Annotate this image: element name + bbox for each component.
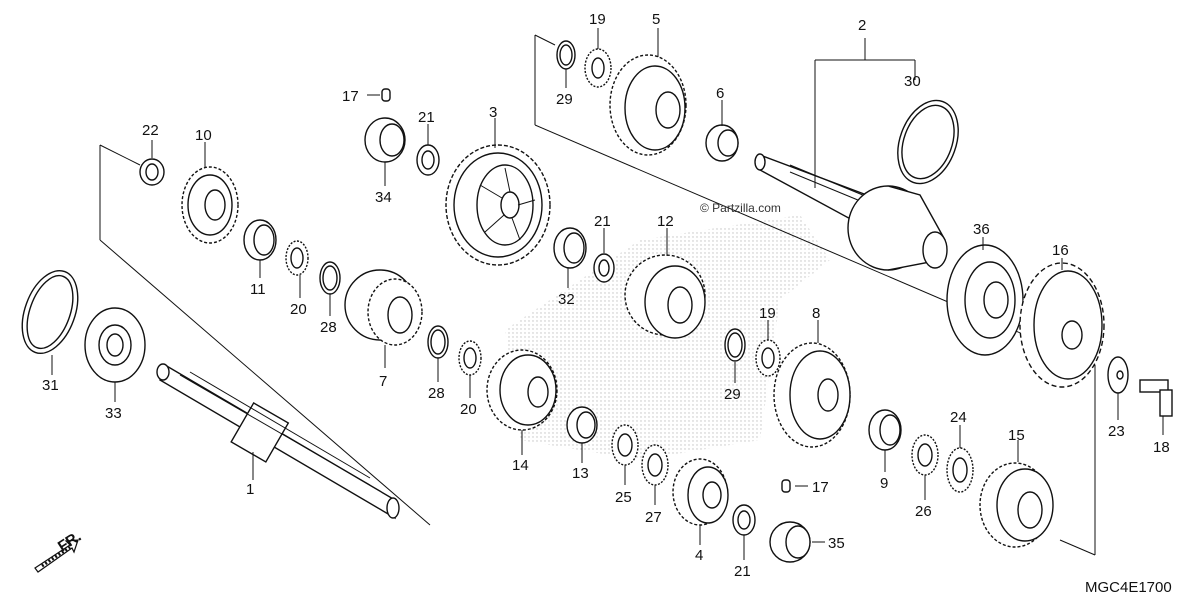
label-2: 2: [858, 17, 866, 34]
label-5: 5: [652, 11, 660, 28]
diagram-code: MGC4E1700: [1085, 579, 1172, 596]
label-36: 36: [973, 221, 990, 238]
part-31-snap-ring[interactable]: [12, 263, 88, 361]
part-6-bushing[interactable]: [705, 124, 739, 162]
label-31: 31: [42, 377, 59, 394]
part-24-spline-washer[interactable]: [946, 447, 974, 493]
label-28b: 28: [428, 385, 445, 402]
part-29-circlip-a[interactable]: [556, 40, 576, 70]
label-4: 4: [695, 547, 703, 564]
label-24: 24: [950, 409, 967, 426]
label-33: 33: [105, 405, 122, 422]
part-10-gear[interactable]: [181, 166, 239, 244]
watermark-text: © Partzilla.com: [700, 201, 781, 215]
part-18-bolt[interactable]: [1139, 379, 1173, 417]
label-12: 12: [657, 213, 674, 230]
part-21-washer-a[interactable]: [416, 144, 440, 176]
label-29a: 29: [556, 91, 573, 108]
label-17b: 17: [812, 479, 829, 496]
part-3-large-gear[interactable]: [445, 144, 551, 266]
part-30-snap-ring[interactable]: [887, 92, 969, 192]
part-20-spline-washer-b[interactable]: [458, 340, 482, 376]
label-14: 14: [512, 457, 529, 474]
label-22: 22: [142, 122, 159, 139]
label-23: 23: [1108, 423, 1125, 440]
part-34-bushing[interactable]: [364, 117, 406, 163]
part-2-countershaft[interactable]: [754, 153, 948, 271]
part-22-washer[interactable]: [139, 158, 165, 186]
label-3: 3: [489, 104, 497, 121]
part-35-bushing[interactable]: [769, 521, 811, 563]
label-15: 15: [1008, 427, 1025, 444]
label-11: 11: [250, 281, 266, 298]
label-19a: 19: [589, 11, 606, 28]
label-7: 7: [379, 373, 387, 390]
part-19-spline-washer-b[interactable]: [755, 339, 781, 377]
label-17a: 17: [342, 88, 359, 105]
part-25-lock-washer[interactable]: [611, 424, 639, 466]
label-28a: 28: [320, 319, 337, 336]
part-27-lock-washer[interactable]: [641, 444, 669, 486]
label-1: 1: [246, 481, 254, 498]
part-11-needle-bearing[interactable]: [243, 219, 277, 261]
label-6: 6: [716, 85, 724, 102]
label-20b: 20: [460, 401, 477, 418]
label-10: 10: [195, 127, 212, 144]
part-12-gear[interactable]: [624, 254, 706, 339]
part-8-gear[interactable]: [773, 342, 851, 448]
part-32-needle-bearing[interactable]: [553, 227, 587, 269]
part-36-bearing[interactable]: [946, 244, 1024, 356]
part-23-washer[interactable]: [1107, 356, 1129, 394]
label-25: 25: [615, 489, 632, 506]
part-15-gear[interactable]: [979, 462, 1054, 548]
part-16-sprocket[interactable]: [1019, 262, 1105, 388]
label-20a: 20: [290, 301, 307, 318]
front-direction-label: FR.: [55, 528, 85, 555]
part-labels: 1 2 3 4 5 6 7 8 9 10 11 12 13 14 15 16 1…: [42, 11, 1170, 580]
label-19b: 19: [759, 305, 776, 322]
part-26-lock-washer[interactable]: [911, 434, 939, 476]
part-7-gear[interactable]: [344, 269, 423, 346]
label-21b: 21: [594, 213, 611, 230]
label-29b: 29: [724, 386, 741, 403]
part-21-washer-c[interactable]: [732, 504, 756, 536]
label-30: 30: [904, 73, 921, 90]
part-19-spline-washer-a[interactable]: [584, 48, 612, 88]
label-16: 16: [1052, 242, 1069, 259]
part-1-main-shaft[interactable]: [156, 363, 400, 520]
label-9: 9: [880, 475, 888, 492]
label-21c: 21: [734, 563, 751, 580]
label-13: 13: [572, 465, 589, 482]
label-18: 18: [1153, 439, 1170, 456]
part-14-gear[interactable]: [486, 349, 558, 431]
label-32: 32: [558, 291, 575, 308]
part-33-bearing[interactable]: [84, 307, 146, 383]
label-35: 35: [828, 535, 845, 552]
label-26: 26: [915, 503, 932, 520]
label-8: 8: [812, 305, 820, 322]
part-29-circlip-b[interactable]: [724, 328, 746, 362]
part-17-collar-b[interactable]: [781, 479, 791, 493]
part-13-needle-bearing[interactable]: [566, 406, 598, 444]
label-34: 34: [375, 189, 392, 206]
part-20-spline-washer-a[interactable]: [285, 240, 309, 276]
part-17-collar-a[interactable]: [381, 88, 391, 102]
label-21a: 21: [418, 109, 435, 126]
part-28-circlip-a[interactable]: [319, 261, 341, 295]
part-5-gear[interactable]: [609, 54, 687, 156]
part-4-gear[interactable]: [672, 458, 729, 526]
part-9-bushing[interactable]: [868, 409, 902, 451]
label-27: 27: [645, 509, 662, 526]
front-direction-arrow-icon: [34, 539, 79, 573]
part-28-circlip-b[interactable]: [427, 325, 449, 359]
part-21-washer-b[interactable]: [593, 253, 615, 283]
